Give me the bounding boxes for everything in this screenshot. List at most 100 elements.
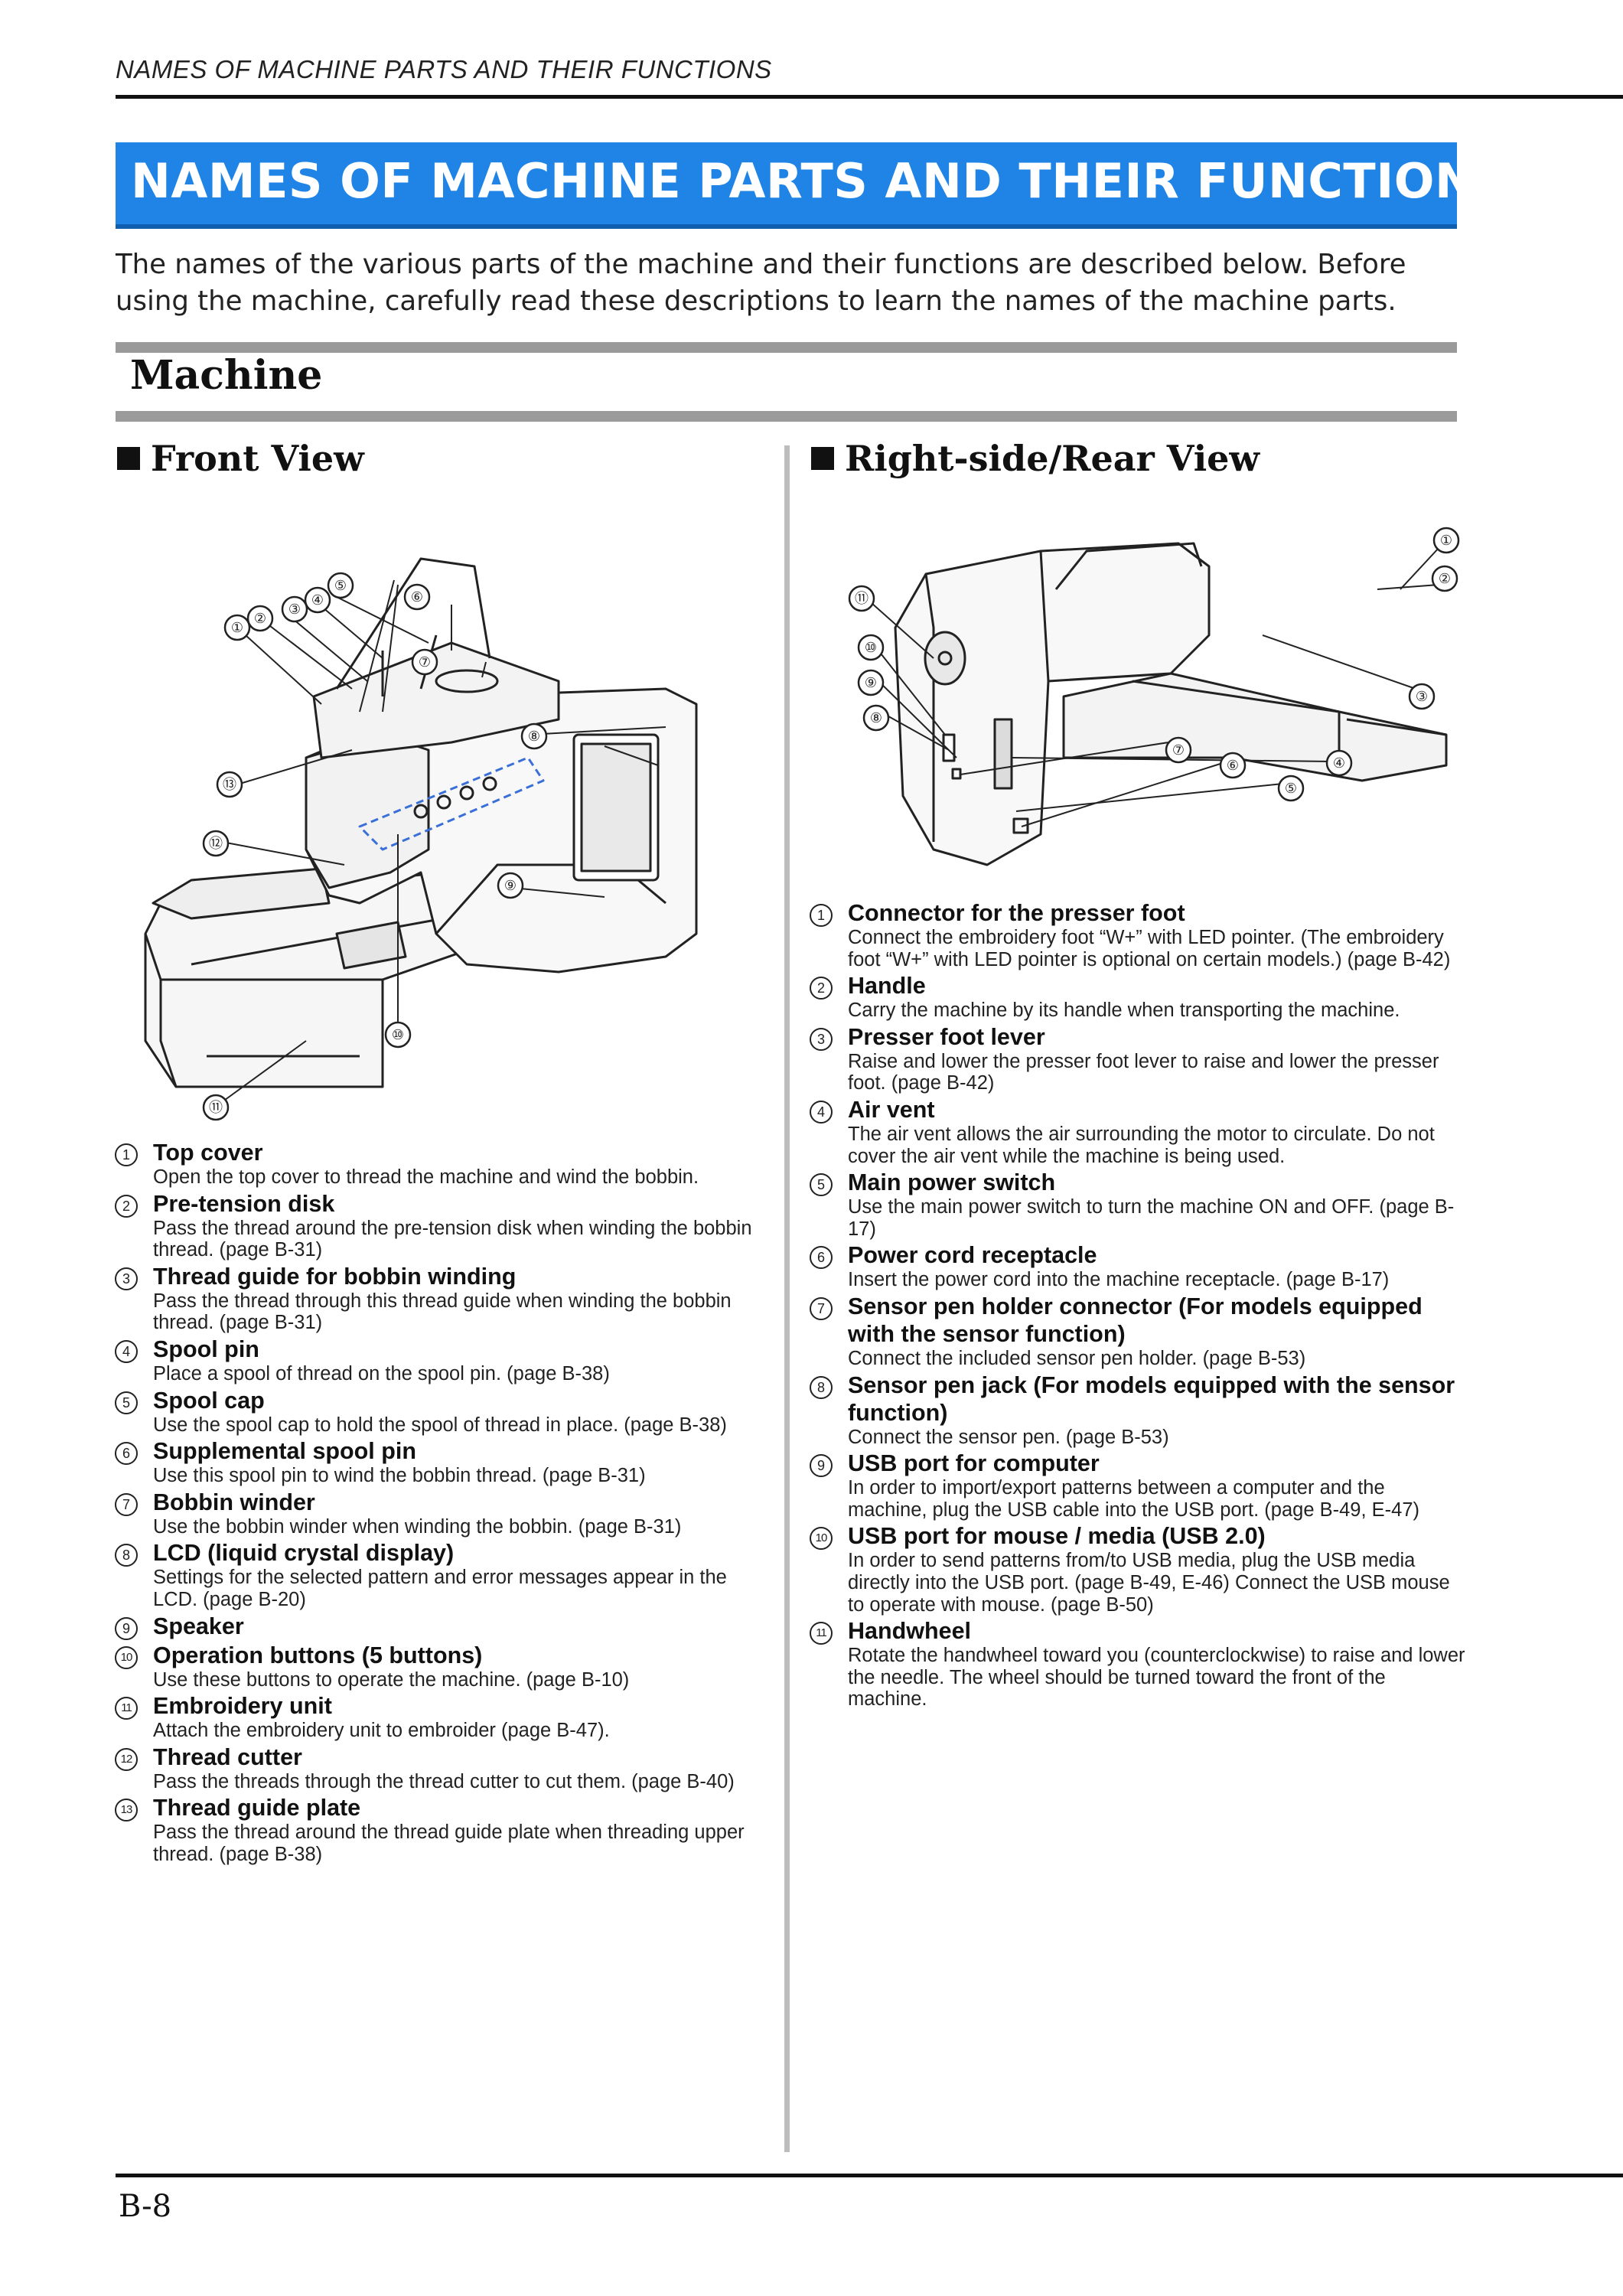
front-view-heading-label: Front View [151,438,364,479]
item-number: 12 [115,1747,138,1771]
front-callout-1: ① [231,620,243,635]
front-callout-11: ⑪ [209,1100,223,1115]
rear-callout-5: ⑤ [1285,781,1297,796]
item-number: 7 [115,1492,138,1516]
rear-view-heading: Right-side/Rear View [811,438,1260,479]
part-description: Use the bobbin winder when winding the b… [153,1515,682,1538]
item-number: 13 [115,1799,138,1822]
item-number: 11 [115,1697,138,1720]
front-callout-3: ③ [288,602,301,617]
footer-rule [116,2174,1623,2177]
front-callout-12: ⑫ [209,836,223,851]
front-callout-8: ⑧ [528,729,540,744]
rear-callout-7: ⑦ [1172,742,1185,758]
part-name: Thread guide for bobbin winding [153,1263,517,1290]
intro-paragraph: The names of the various parts of the ma… [116,249,1406,317]
part-name: Main power switch [848,1169,1056,1196]
part-name: Speaker [153,1613,244,1639]
item-number: 8 [810,1375,833,1399]
square-bullet-icon [117,447,140,470]
part-description: Use the spool cap to hold the spool of t… [153,1414,727,1436]
part-description: Use the main power switch to turn the ma… [848,1196,1455,1240]
list-item: 8 LCD (liquid crystal display)Settings fo… [115,1539,765,1610]
part-description: Use this spool pin to wind the bobbin th… [153,1465,646,1487]
rear-callout-8: ⑧ [870,710,882,726]
part-name: Bobbin winder [153,1489,315,1515]
column-divider [784,445,790,2152]
part-description: Rotate the handwheel toward you (counter… [848,1645,1465,1711]
part-name: Connector for the presser foot [848,900,1185,926]
item-number: 1 [810,904,833,927]
front-callout-2: ② [254,611,266,626]
item-number: 3 [115,1267,138,1290]
item-number: 5 [115,1391,138,1414]
item-number: 6 [115,1442,138,1466]
part-name: Thread guide plate [153,1795,361,1821]
item-number: 4 [810,1100,833,1124]
page-number: B-8 [119,2189,172,2224]
part-name: Pre-tension disk [153,1190,335,1217]
part-description: Open the top cover to thread the machine… [153,1166,699,1188]
part-name: Thread cutter [153,1743,302,1770]
rear-callout-4: ④ [1333,755,1345,771]
title-bar: NAMES OF MACHINE PARTS AND THEIR FUNCTIO… [116,142,1509,229]
list-item: 8 Sensor pen jack (For models equipped wi… [810,1371,1468,1449]
section-rule-bottom [116,411,1457,422]
front-callout-6: ⑥ [411,589,423,605]
item-number: 2 [810,977,833,1000]
item-number: 5 [810,1173,833,1197]
part-name: Handwheel [848,1618,972,1645]
part-description: Pass the thread around the thread guide … [153,1821,745,1865]
part-name: Operation buttons (5 buttons) [153,1642,483,1668]
front-view-illustration: ① ② ③ ④ ⑤ ⑥ ⑦ ⑧ ⑨ ⑩ ⑪ ⑫ ⑬ [144,557,698,1121]
front-callout-7: ⑦ [419,654,431,670]
front-callout-5: ⑤ [334,578,347,593]
rear-callout-3: ③ [1416,689,1428,704]
item-number: 1 [115,1143,138,1166]
front-view-heading: Front View [117,438,364,479]
part-description: Pass the thread through this thread guid… [153,1290,732,1334]
rear-callout-6: ⑥ [1227,758,1239,773]
part-name: Top cover [153,1140,263,1166]
item-number: 8 [115,1544,138,1567]
rear-callout-2: ② [1439,571,1451,586]
item-number: 9 [115,1616,138,1640]
section-rule-top [116,342,1457,353]
item-number: 11 [810,1622,833,1645]
part-description: Raise and lower the presser foot lever t… [848,1050,1439,1094]
header-rule [116,95,1623,99]
part-description: Carry the machine by its handle when tra… [848,1000,1400,1022]
front-callout-4: ④ [311,592,324,608]
part-description: Pass the threads through the thread cutt… [153,1770,735,1792]
part-name: Sensor pen holder connector (For models … [848,1293,1423,1347]
part-description: Attach the embroidery unit to embroider … [153,1720,610,1742]
item-number: 2 [115,1194,138,1218]
front-callout-13: ⑬ [223,777,236,792]
rear-view-illustration: ① ② ③ ④ ⑤ ⑥ ⑦ ⑧ ⑨ ⑩ ⑪ [848,527,1460,866]
part-name: Sensor pen jack (For models equipped wit… [848,1371,1455,1426]
part-description: In order to import/export patterns betwe… [848,1477,1419,1521]
item-number: 10 [810,1527,833,1551]
part-name: LCD (liquid crystal display) [153,1540,455,1567]
page-title: NAMES OF MACHINE PARTS AND THEIR FUNCTIO… [131,153,1510,209]
square-bullet-icon [811,447,834,470]
part-description: Settings for the selected pattern and er… [153,1567,727,1610]
part-name: Spool cap [153,1387,265,1414]
part-description: Connect the included sensor pen holder. … [848,1347,1306,1369]
part-name: Air vent [848,1096,935,1123]
